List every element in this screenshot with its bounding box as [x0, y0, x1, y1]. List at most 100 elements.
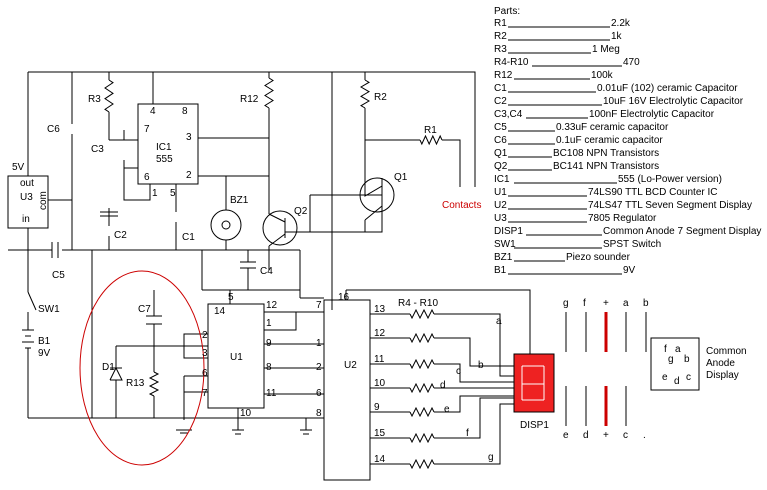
c7-label: C7	[138, 304, 151, 315]
part-value: 9V	[623, 265, 636, 276]
b1-volt-label: 9V	[38, 348, 51, 359]
part-ref: R4-R10	[494, 57, 529, 68]
legend-seg-letter: g	[668, 354, 674, 365]
u3-in-label: in	[22, 214, 30, 225]
u2-pin-label: 6	[316, 388, 322, 399]
resistor-r9	[409, 432, 435, 444]
segment-letter: d	[440, 380, 446, 391]
bz1-label: BZ1	[230, 195, 249, 206]
part-value: 74LS47 TTL Seven Segment Display	[588, 200, 752, 211]
u2-pin-label: 14	[374, 454, 386, 465]
part-value: BC108 NPN Transistors	[553, 148, 659, 159]
segment-letter: c	[456, 366, 461, 377]
resistor-r7	[409, 382, 435, 394]
u2-pin-label: 10	[374, 378, 386, 389]
part-ref: R1	[494, 18, 507, 29]
top-pin-label: f	[583, 298, 586, 309]
part-ref: U2	[494, 200, 507, 211]
u2-pin-label: 9	[374, 402, 380, 413]
part-value: 7805 Regulator	[588, 213, 657, 224]
disp1-label: DISP1	[520, 420, 549, 431]
top-pin-label: +	[603, 298, 609, 309]
b1-label: B1	[38, 336, 51, 347]
bottom-pin-label: .	[643, 430, 646, 441]
part-value: Piezo sounder	[566, 252, 631, 263]
part-value: 10uF 16V Electrolytic Capacitor	[603, 96, 744, 107]
top-pin-label: a	[623, 298, 629, 309]
sw1-label: SW1	[38, 304, 60, 315]
resistor-r12	[264, 77, 274, 109]
segment-letter: f	[466, 428, 469, 439]
u2-pin-label: 8	[316, 408, 322, 419]
part-ref: C6	[494, 135, 507, 146]
u2-pin-label: 7	[316, 300, 322, 311]
u3-com-label: com	[38, 191, 49, 210]
part-value: BC141 NPN Transistors	[553, 161, 659, 172]
c1-label: C1	[182, 232, 195, 243]
part-value: 74LS90 TTL BCD Counter IC	[588, 187, 718, 198]
u1-pin-label: 8	[266, 362, 272, 373]
d1-label: D1	[102, 362, 115, 373]
resistor-r6	[409, 358, 435, 370]
r4r10-label: R4 - R10	[398, 298, 438, 309]
u1-pin-label: 12	[266, 300, 278, 311]
bottom-pin-label: c	[623, 430, 628, 441]
part-ref: R3	[494, 44, 507, 55]
u1-pin-label: 14	[214, 306, 226, 317]
legend-seg-letter: d	[674, 376, 680, 387]
part-ref: SW1	[494, 239, 516, 250]
U3-label: U3	[20, 192, 33, 203]
u1-pin-label: 10	[240, 408, 252, 419]
u2-pin-label: 13	[374, 304, 386, 315]
bottom-pin-label: +	[603, 430, 609, 441]
c3-label: C3	[91, 144, 104, 155]
ic1-pin-label: 8	[182, 106, 188, 117]
part-ref: C5	[494, 122, 507, 133]
contacts-label: Contacts	[442, 200, 481, 211]
highlight-circle	[79, 270, 205, 466]
top-pin-label: b	[643, 298, 649, 309]
resistor-r5	[409, 332, 435, 344]
resistor-r10	[409, 458, 435, 470]
ic1-pin-label: 5	[170, 188, 176, 199]
part-ref: Q1	[494, 148, 508, 159]
part-ref: C1	[494, 83, 507, 94]
resistor-r8	[409, 406, 435, 418]
c4-label: C4	[260, 266, 273, 277]
resistor-r13	[148, 371, 160, 397]
legend-seg-letter: a	[675, 344, 681, 355]
legend-line: Anode	[706, 358, 735, 369]
part-ref: DISP1	[494, 226, 523, 237]
part-value: 0.01uF (102) ceramic Capacitor	[597, 83, 738, 94]
u2-pin-label: 2	[316, 362, 322, 373]
u1-pin-label: 9	[266, 338, 272, 349]
part-value: 1k	[611, 31, 623, 42]
parts-heading: Parts:	[494, 6, 520, 17]
ic1-pin-label: 1	[152, 188, 158, 199]
u1-label: U1	[230, 352, 243, 363]
legend-line: Display	[706, 370, 739, 381]
part-value: 0.1uF ceramic capacitor	[556, 135, 663, 146]
r13-label: R13	[126, 378, 145, 389]
segment-letter: e	[444, 404, 450, 415]
q2-label: Q2	[294, 206, 308, 217]
u1-pin-label: 11	[266, 388, 277, 399]
part-ref: U1	[494, 187, 507, 198]
c2-label: C2	[114, 230, 127, 241]
part-ref: IC1	[494, 174, 510, 185]
u1-pin-label: 5	[228, 292, 234, 303]
c5-label: C5	[52, 270, 65, 281]
u2-pin-label: 12	[374, 328, 386, 339]
r12-label: R12	[240, 94, 259, 105]
resistor-r4	[409, 308, 435, 320]
legend-seg-letter: e	[662, 372, 668, 383]
part-value: 2.2k	[611, 18, 631, 29]
ic1-pin-label: 7	[144, 124, 150, 135]
part-ref: C2	[494, 96, 507, 107]
resistor-symbols	[104, 77, 443, 470]
part-ref: BZ1	[494, 252, 513, 263]
r2-label: R2	[374, 92, 387, 103]
